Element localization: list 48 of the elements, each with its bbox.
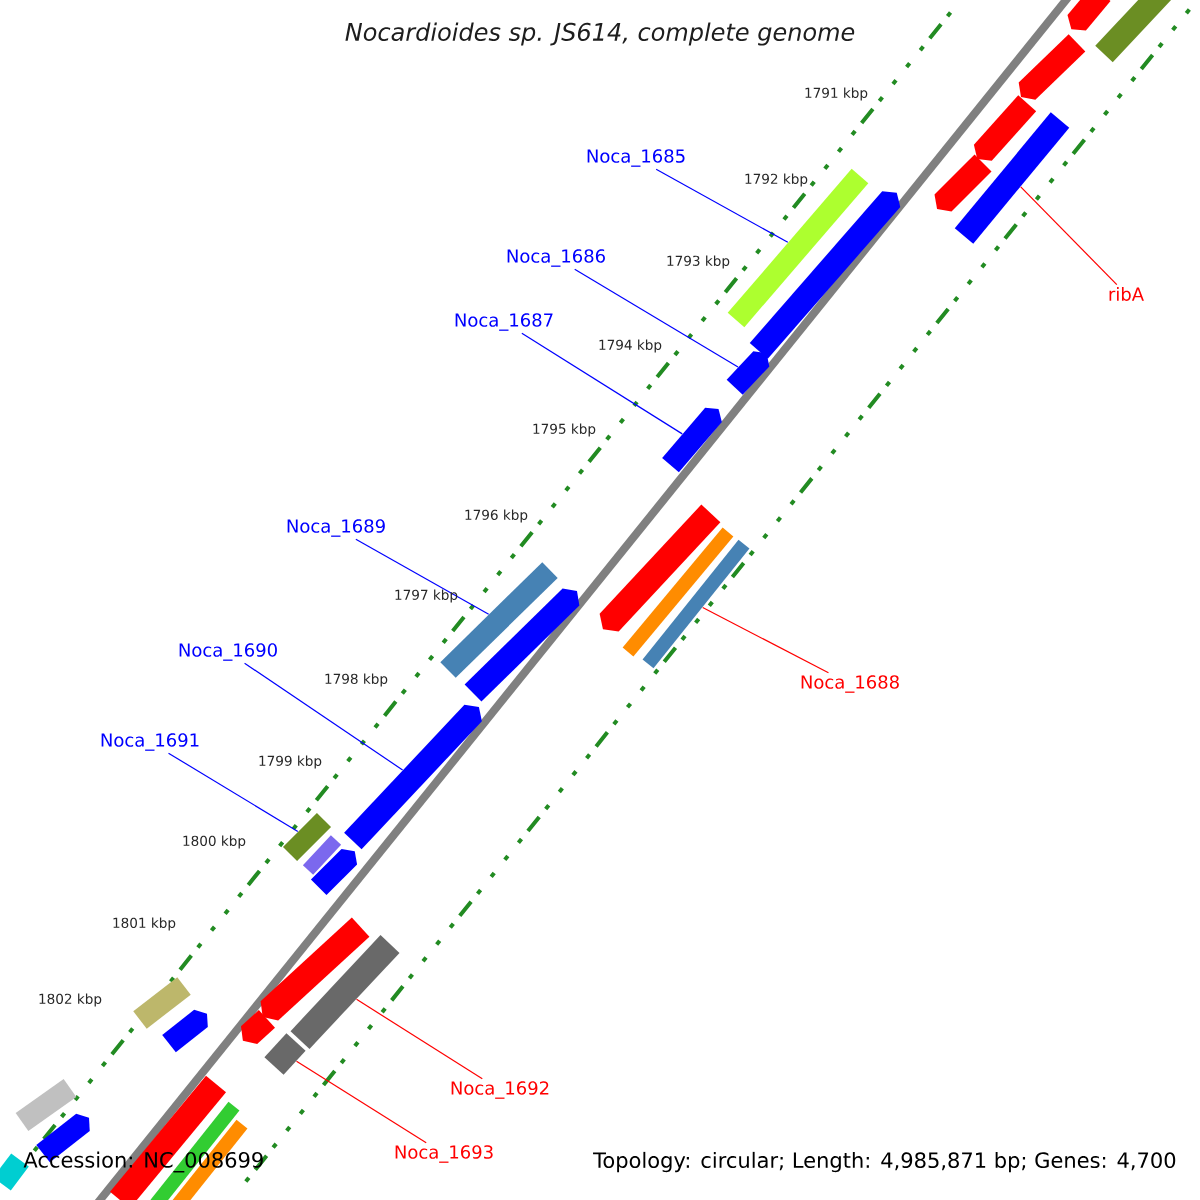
gene-bar	[1095, 0, 1173, 63]
gene-block	[310, 848, 358, 896]
gene-bar	[727, 168, 869, 328]
gene-bar	[302, 835, 342, 875]
gene-block	[464, 588, 580, 702]
gene-label: Noca_1689	[287, 519, 385, 537]
footer-text: Accession: NC_008699	[23, 1151, 263, 1173]
gene-block	[260, 917, 370, 1021]
gene-label: Noca_1693	[395, 1145, 493, 1163]
gene-bar	[622, 527, 734, 657]
gene-block	[599, 504, 721, 632]
gene-label: ribA	[1109, 287, 1144, 301]
gene-label: Noca_1692	[451, 1081, 549, 1099]
gene-block	[973, 95, 1037, 161]
gene-block	[749, 191, 901, 359]
leader-line	[295, 1060, 427, 1144]
leader-line	[1020, 186, 1118, 286]
gene-label: Noca_1685	[587, 149, 685, 167]
leader-line	[244, 662, 404, 771]
gene-block	[934, 154, 992, 212]
gene-label: Noca_1690	[179, 643, 277, 661]
gene-bar	[15, 1079, 77, 1131]
gene-block	[344, 704, 482, 850]
footer-text: Topology: circular; Length: 4,985,871 bp; Genes: 4,700	[593, 1151, 1176, 1173]
gene-label: Noca_1688	[801, 675, 899, 693]
gene-bar	[264, 1033, 306, 1075]
gene-label: Noca_1686	[507, 249, 605, 267]
gene-block	[241, 1010, 276, 1045]
gene-bar	[282, 812, 332, 862]
gene-label: Noca_1691	[101, 733, 199, 751]
leader-line	[702, 606, 830, 674]
title: Nocardioides sp. JS614, complete genome	[345, 22, 855, 46]
gene-block	[662, 407, 722, 473]
gene-label: Noca_1687	[455, 313, 553, 331]
gene-block	[726, 351, 770, 395]
gene-bar	[954, 112, 1070, 244]
gene-bar	[642, 539, 750, 669]
leader-line	[574, 268, 739, 368]
leader-line	[521, 332, 683, 435]
gene-bar	[290, 935, 400, 1049]
gene-block	[1067, 0, 1111, 31]
gene-bar	[133, 977, 191, 1029]
gene-block	[1018, 34, 1086, 100]
leader-line	[355, 538, 490, 615]
gene-block	[162, 1009, 208, 1053]
leader-line	[655, 168, 789, 243]
leader-line	[355, 998, 483, 1080]
leader-line	[167, 752, 299, 833]
